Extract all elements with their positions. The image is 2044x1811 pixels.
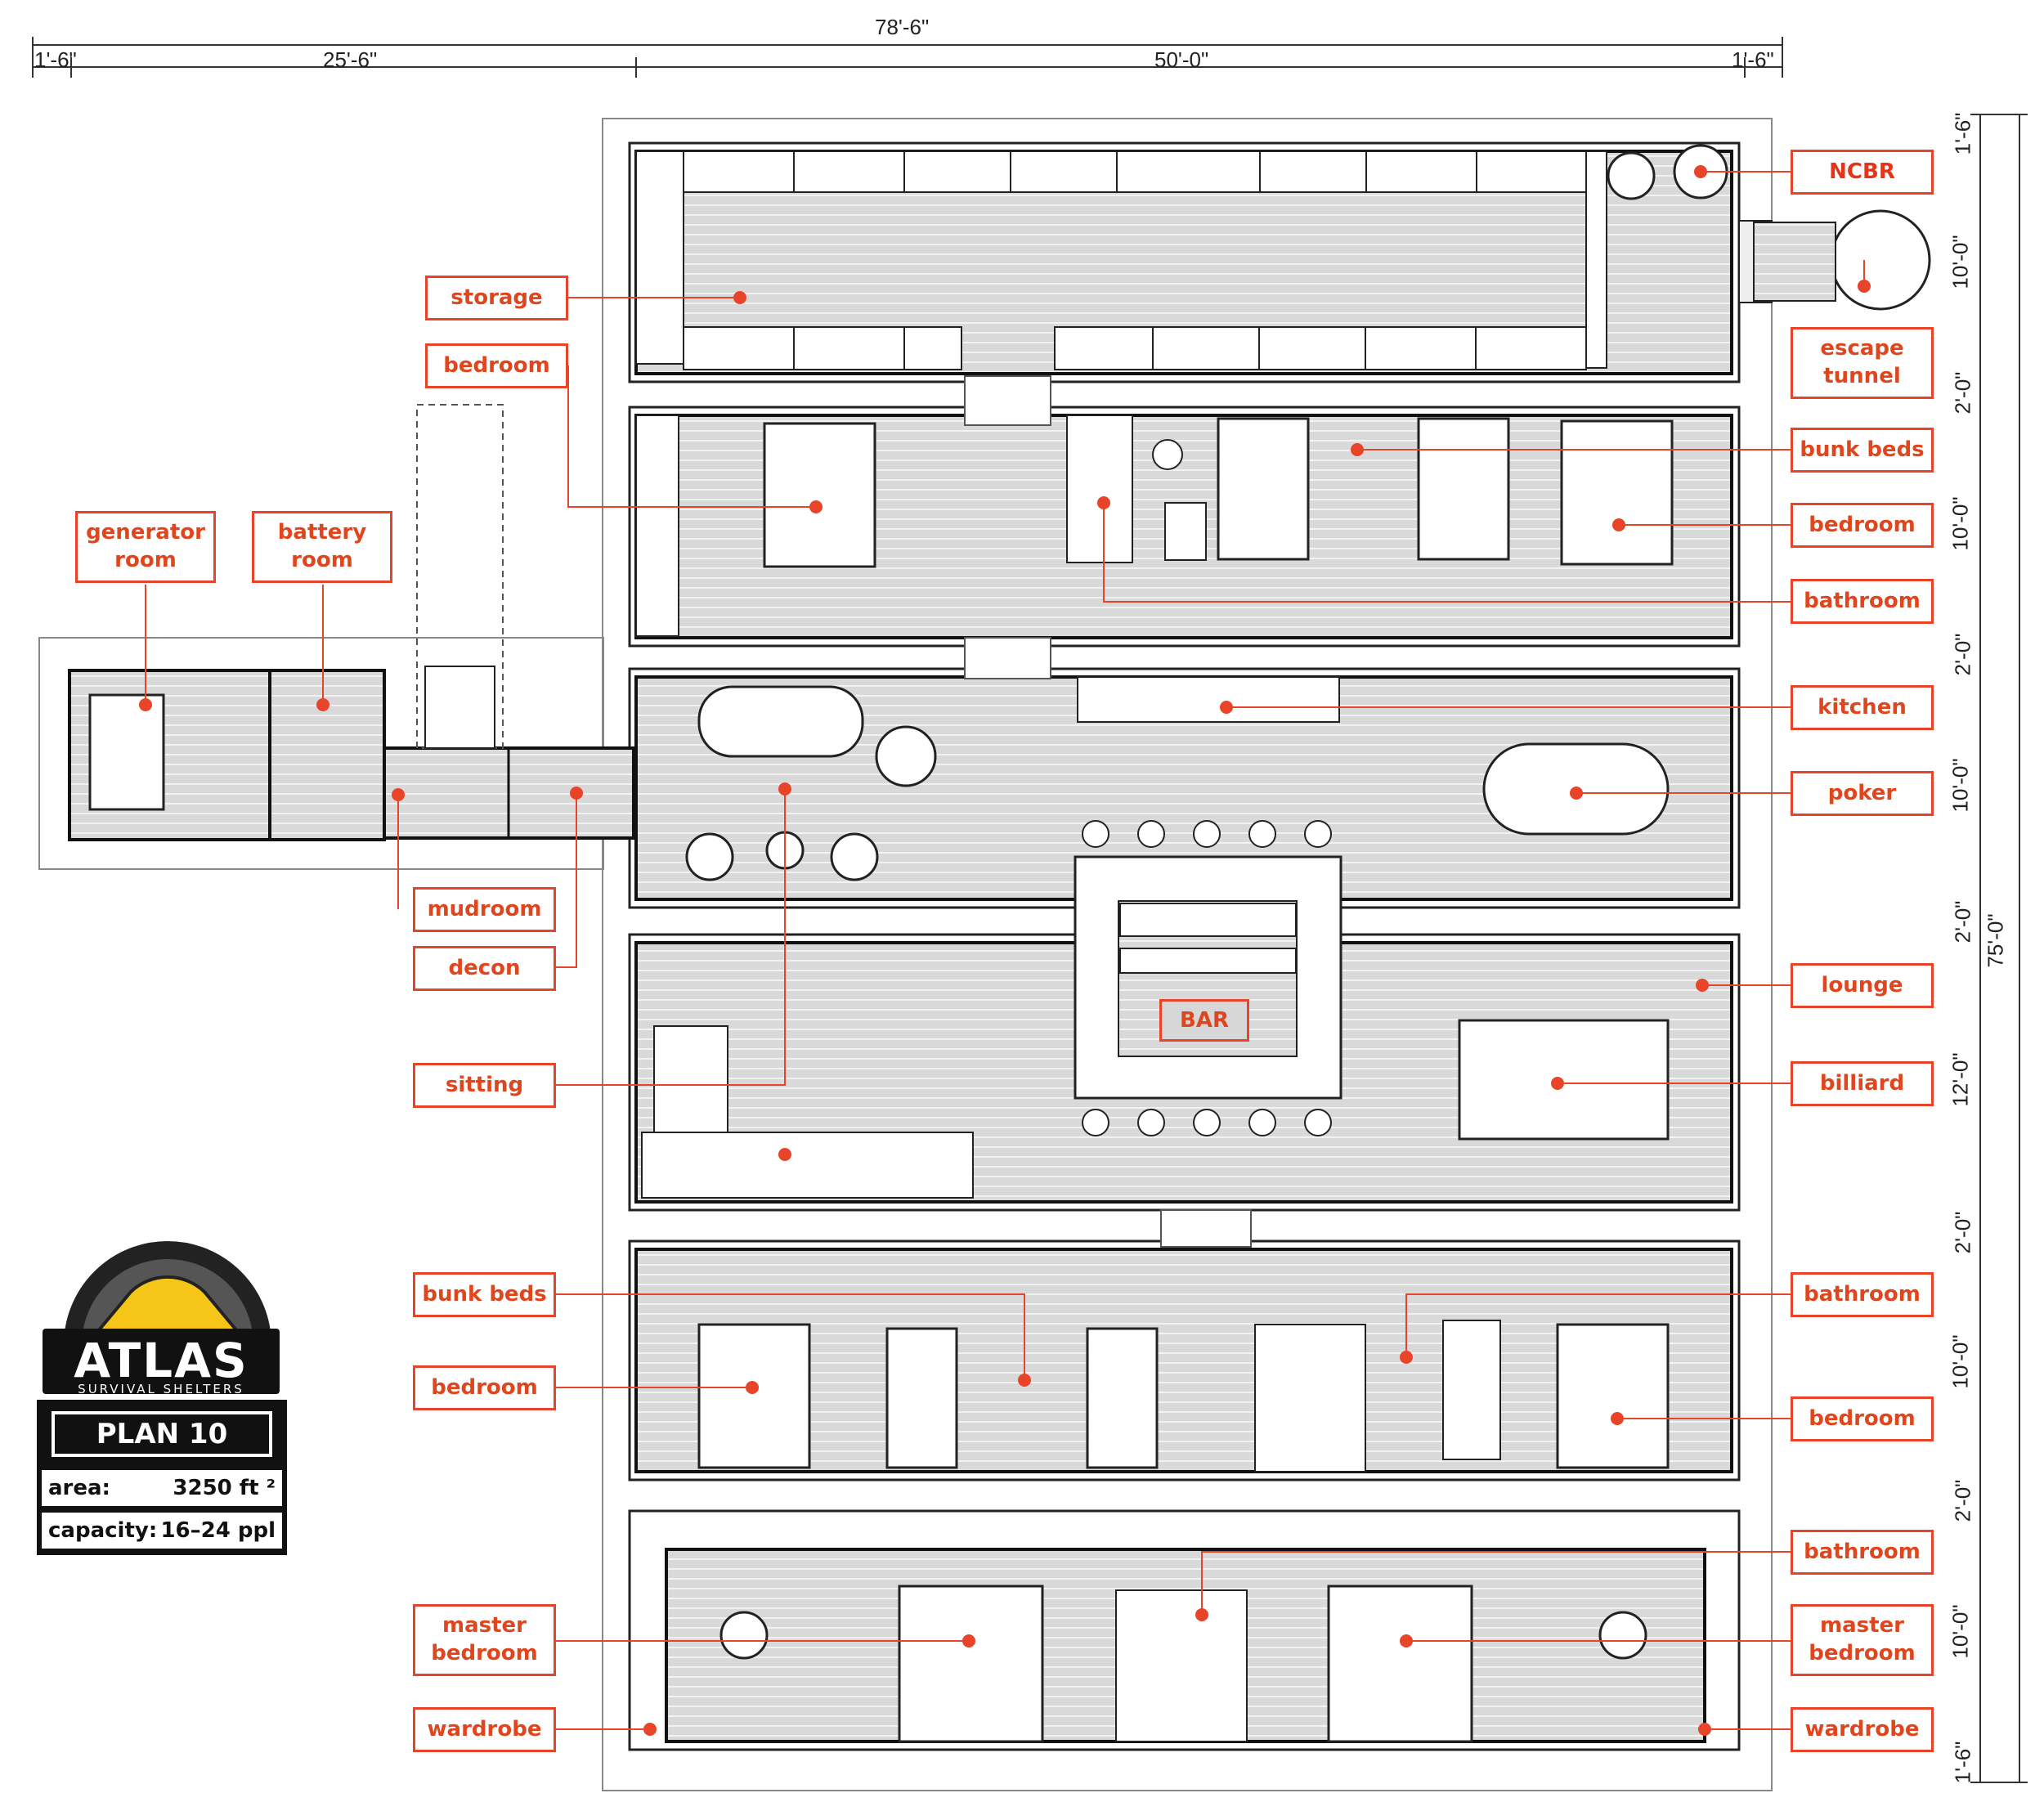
dim-v-12: 10'-0" — [1948, 1604, 1973, 1659]
plan-title: PLAN 10 — [52, 1411, 272, 1457]
capacity-value: 16–24 ppl — [160, 1518, 276, 1543]
capacity-label: capacity: — [48, 1518, 158, 1543]
label-bedroom-lower-left: bedroom — [413, 1365, 556, 1410]
label-bedroom-top-left: bedroom — [425, 343, 568, 388]
dim-v-11: 2'-0" — [1950, 1479, 1975, 1522]
dim-v-9: 2'-0" — [1950, 1211, 1975, 1254]
container-master — [628, 1509, 1741, 1751]
label-sitting: sitting — [413, 1063, 556, 1108]
dim-v-3: 2'-0" — [1950, 371, 1975, 415]
leader-lines — [145, 171, 1865, 1730]
dim-v-13: 1'-6" — [1950, 1741, 1975, 1784]
label-lounge: lounge — [1791, 963, 1934, 1008]
label-generator-room: generator room — [75, 511, 216, 583]
dim-segment-1: 1'-6" — [34, 47, 77, 72]
label-escape-tunnel: escape tunnel — [1791, 327, 1934, 399]
property-outline — [602, 118, 1773, 1791]
dim-v-7: 2'-0" — [1950, 900, 1975, 944]
leader-dots — [139, 165, 1871, 1736]
top-dimension-line — [32, 37, 1783, 78]
label-battery-room: battery room — [252, 511, 392, 583]
right-dimension-line — [1970, 114, 2028, 1783]
container-bedrooms-lower — [628, 1209, 1741, 1482]
area-value: 3250 ft ² — [173, 1476, 276, 1500]
annex-rooms — [68, 404, 635, 841]
dim-v-4: 10'-0" — [1948, 496, 1973, 551]
label-poker: poker — [1791, 771, 1934, 816]
capacity-row: capacity: 16–24 ppl — [42, 1513, 282, 1549]
dim-overall-width: 78'-6" — [875, 15, 930, 39]
dim-v-2: 10'-0" — [1948, 235, 1973, 289]
label-bar: BAR — [1159, 999, 1249, 1042]
label-mudroom: mudroom — [413, 887, 556, 932]
label-kitchen: kitchen — [1791, 685, 1934, 730]
label-bathroom-lower-right: bathroom — [1791, 1272, 1934, 1317]
label-wardrobe-right: wardrobe — [1791, 1707, 1934, 1752]
label-bathroom-bottom: bathroom — [1791, 1530, 1934, 1575]
dim-segment-3: 50'-0" — [1154, 47, 1209, 72]
label-ncbr: NCBR — [1791, 150, 1934, 195]
dim-v-1: 1'-6" — [1950, 112, 1975, 155]
label-bathroom-top: bathroom — [1791, 579, 1934, 624]
plan-info-card: PLAN 10 area: 3250 ft ² capacity: 16–24 … — [37, 1400, 287, 1555]
label-bunk-beds-top: bunk beds — [1791, 428, 1934, 473]
label-master-bedroom-left: master bedroom — [413, 1604, 556, 1676]
label-wardrobe-left: wardrobe — [413, 1707, 556, 1752]
area-label: area: — [48, 1476, 110, 1500]
dim-segment-2: 25'-6" — [323, 47, 378, 72]
area-row: area: 3250 ft ² — [42, 1470, 282, 1506]
label-bedroom-top-right: bedroom — [1791, 503, 1934, 548]
dim-v-5: 2'-0" — [1950, 633, 1975, 676]
container-storage — [628, 141, 1931, 383]
container-bedrooms-top — [628, 375, 1741, 648]
label-master-bedroom-right: master bedroom — [1791, 1604, 1934, 1676]
label-billiard: billiard — [1791, 1061, 1934, 1106]
label-decon: decon — [413, 946, 556, 991]
brand-tagline: SURVIVAL SHELTERS — [78, 1382, 244, 1396]
brand-name: ATLAS — [74, 1333, 249, 1388]
atlas-emblem — [43, 1241, 280, 1394]
dim-v-6: 10'-0" — [1948, 758, 1973, 813]
label-bunk-beds-lower: bunk beds — [413, 1272, 556, 1317]
dim-v-8: 12'-0" — [1948, 1052, 1973, 1107]
label-bedroom-lower-right: bedroom — [1791, 1396, 1934, 1441]
dim-overall-height: 75'-0" — [1983, 913, 2008, 968]
dim-v-10: 10'-0" — [1948, 1334, 1973, 1389]
label-storage: storage — [425, 276, 568, 321]
bar-island — [1074, 855, 1342, 1100]
dim-segment-4: 1'-6" — [1732, 47, 1774, 72]
